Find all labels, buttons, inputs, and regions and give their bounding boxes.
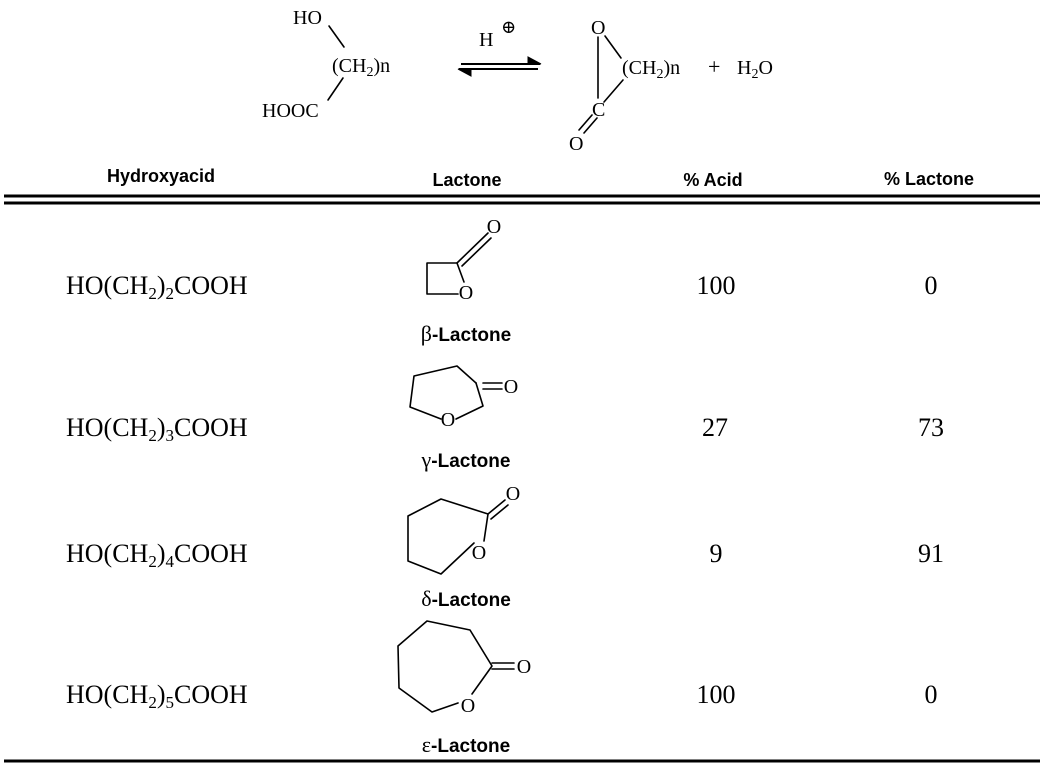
table-row: HO(CH2)3COOH O O γ-Lactone 27 73 — [66, 365, 944, 472]
product-carbonyl-oxygen: O — [569, 133, 583, 155]
water-label: H2O — [737, 57, 773, 82]
acid-percent: 100 — [697, 680, 736, 709]
product-carbonyl-bond-2 — [583, 117, 598, 134]
carbonyl-oxygen-label: O — [506, 483, 520, 505]
header-hydroxyacid: Hydroxyacid — [107, 166, 215, 186]
header-acid-percent: % Acid — [683, 170, 742, 190]
carbonyl-oxygen-label: O — [517, 656, 531, 678]
reactant-hydroxyacid: HO (CH2)n HOOC — [262, 7, 390, 122]
catalyst: H ⊕ — [479, 17, 516, 51]
ring-oxygen-label: O — [459, 282, 473, 304]
product-ring-oxygen: O — [591, 17, 605, 39]
product-bond-o-chain — [604, 35, 622, 59]
hydroxyacid-formula: HO(CH2)2COOH — [66, 271, 248, 303]
equilibrium-arrows — [457, 56, 542, 77]
header-lactone: Lactone — [432, 170, 501, 190]
catalyst-label: H — [479, 29, 493, 51]
table-row: HO(CH2)4COOH O O δ-Lactone 9 91 — [66, 483, 944, 611]
product-bond-chain-c — [603, 79, 624, 103]
ring-oxygen-label: O — [472, 542, 486, 564]
ring-bonds — [397, 620, 493, 713]
ring-oxygen-label: O — [441, 409, 455, 431]
reactant-carboxyl-label: HOOC — [262, 100, 319, 122]
lactone-percent: 73 — [918, 413, 944, 442]
ring-bonds — [426, 262, 459, 295]
table-row: HO(CH2)2COOH O O β-Lactone 100 0 — [66, 216, 938, 346]
hydroxyacid-formula: HO(CH2)4COOH — [66, 539, 248, 571]
product-chain-label: (CH2)n — [622, 57, 680, 82]
hydroxyacid-formula: HO(CH2)5COOH — [66, 680, 248, 712]
reaction-scheme: HO (CH2)n HOOC H ⊕ O (CH2)n C O + — [262, 7, 773, 155]
product-carbon: C — [592, 99, 605, 121]
hydroxyacid-formula: HO(CH2)3COOH — [66, 413, 248, 445]
reactant-hydroxyl-label: HO — [293, 7, 322, 29]
product-carbonyl-bond-1 — [578, 114, 593, 131]
gamma-lactone-structure: O O — [409, 365, 518, 431]
lactone-name: γ-Lactone — [421, 447, 511, 472]
reactant-chain-label: (CH2)n — [332, 55, 390, 80]
beta-lactone-structure: O O — [426, 216, 501, 304]
reactant-bond-bottom — [327, 77, 344, 101]
product-plus-sign: + — [708, 54, 720, 79]
header-lactone-percent: % Lactone — [884, 169, 974, 189]
carbonyl-oxygen-label: O — [487, 216, 501, 238]
catalyst-charge: ⊕ — [501, 17, 516, 37]
product-lactone: O (CH2)n C O + H2O — [569, 17, 773, 155]
lactone-name: ε-Lactone — [422, 732, 510, 757]
lactone-percent: 0 — [925, 680, 938, 709]
acid-percent: 9 — [710, 539, 723, 568]
lactone-name: β-Lactone — [421, 321, 511, 346]
acid-percent: 100 — [697, 271, 736, 300]
ring-bonds — [455, 382, 484, 420]
lactone-name: δ-Lactone — [421, 586, 511, 611]
epsilon-lactone-structure: O O — [397, 620, 531, 717]
lactone-percent: 0 — [925, 271, 938, 300]
delta-lactone-structure: O O — [407, 483, 520, 575]
reactant-bond-top — [328, 25, 345, 48]
carbonyl-oxygen-label: O — [504, 376, 518, 398]
ring-oxygen-label: O — [461, 695, 475, 717]
table-rows: HO(CH2)2COOH O O β-Lactone 100 0 HO(CH2)… — [66, 216, 944, 757]
lactone-percent: 91 — [918, 539, 944, 568]
table-row: HO(CH2)5COOH O O ε-Lactone 100 0 — [66, 620, 938, 757]
table-header: Hydroxyacid Lactone % Acid % Lactone — [107, 166, 974, 190]
acid-percent: 27 — [702, 413, 728, 442]
